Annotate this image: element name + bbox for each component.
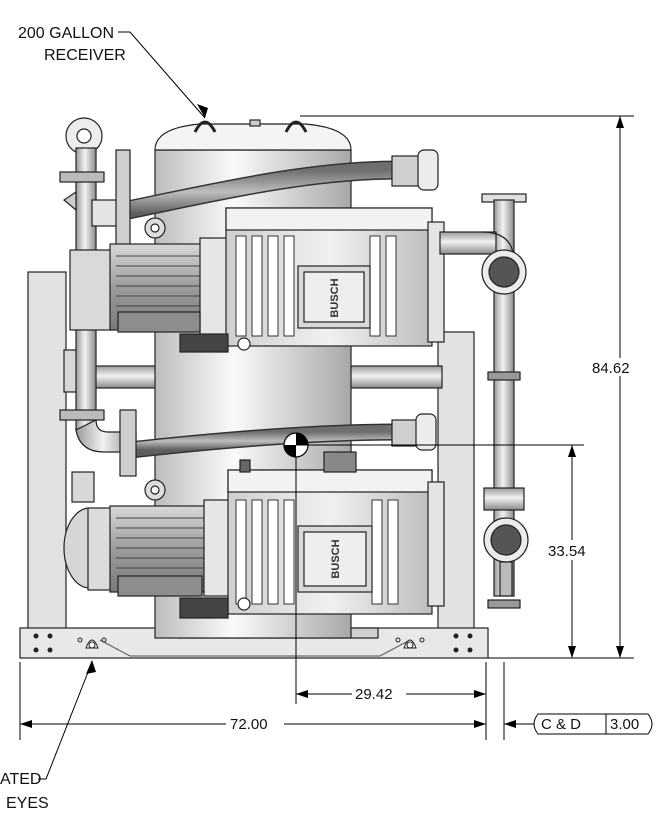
dimension-outlet-height [296, 444, 584, 658]
dim-overall-width: 72.00 [230, 716, 268, 733]
lifting-eye-left [77, 637, 107, 649]
receiver-label-line1: 200 GALLON [18, 25, 114, 42]
lift-eyes-label-line2: EYES [6, 795, 49, 812]
connection-size: 3.00 [610, 716, 639, 733]
dimension-overall-width [19, 662, 486, 740]
receiver-leader-line [118, 31, 206, 119]
lower-hose [119, 409, 437, 477]
receiver-leader-arrow [197, 104, 208, 118]
dimension-overall-height [300, 115, 634, 659]
lift-eyes-leader-line [38, 661, 93, 780]
lower-pump: BUSCH [179, 451, 445, 619]
dim-center-offset: 29.42 [355, 686, 393, 703]
dim-outlet-height: 33.54 [548, 543, 586, 560]
base-bolt-holes [33, 633, 473, 653]
upper-pump: BUSCH [179, 207, 445, 353]
lift-eyes-leader-arrow [86, 660, 96, 674]
upper-motor [69, 217, 231, 337]
receiver-label-line2: RECEIVER [44, 47, 126, 64]
lower-pump-brand: BUSCH [330, 539, 342, 578]
upper-pump-brand: BUSCH [329, 278, 341, 317]
connection-callout [503, 662, 653, 740]
dimension-center-offset [295, 457, 487, 740]
upper-hose [91, 149, 439, 251]
dim-overall-height: 84.62 [592, 360, 630, 377]
connection-label: C & D [541, 716, 581, 733]
lower-motor [63, 479, 233, 597]
lifting-eye-right [395, 637, 425, 649]
right-discharge-pipe [439, 193, 529, 609]
lift-eyes-label-line1: ATED [0, 771, 41, 788]
